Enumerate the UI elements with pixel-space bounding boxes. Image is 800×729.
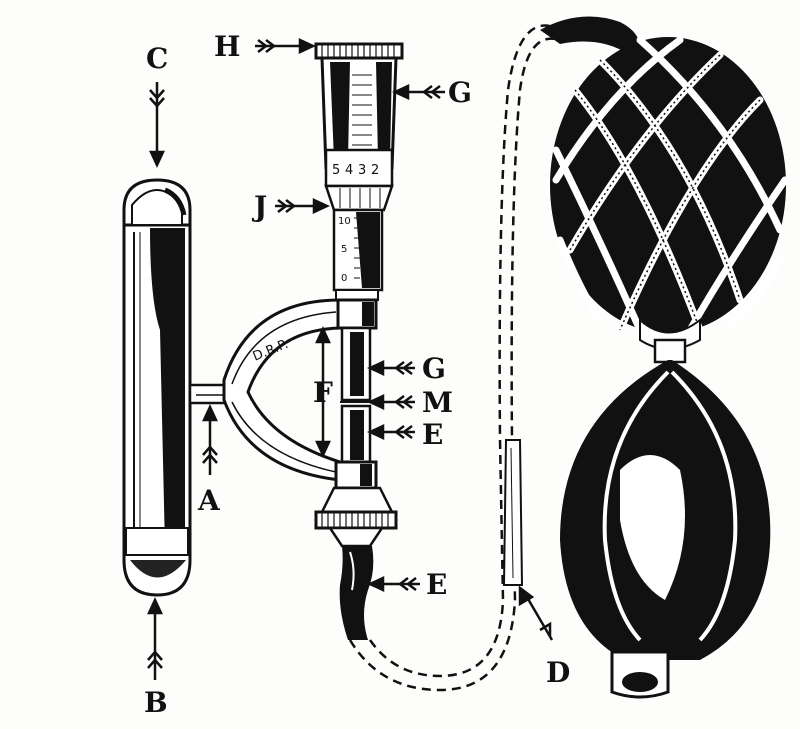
hose-end xyxy=(540,16,640,54)
yoke-bracket: D.R.P. xyxy=(222,298,342,482)
label-g-mid: G xyxy=(422,352,446,385)
scale-mark: 0 xyxy=(341,273,347,284)
letter-labels: C B A H G J G M E F E D xyxy=(144,30,570,719)
label-e-lower: E xyxy=(426,568,447,601)
netted-bulb xyxy=(550,36,789,350)
scale-mark: 10 xyxy=(338,216,351,227)
label-j: J xyxy=(251,190,267,223)
scale-digit: 2 xyxy=(371,163,379,178)
connecting-tube xyxy=(348,24,561,692)
label-b: B xyxy=(144,686,168,719)
label-arrows xyxy=(147,38,554,680)
label-h: H xyxy=(214,30,240,63)
rubber-nozzle xyxy=(339,546,374,640)
label-f: F xyxy=(313,376,333,409)
label-a: A xyxy=(197,484,221,517)
gauge-column: 5 4 3 2 10 5 0 xyxy=(314,42,404,548)
label-e-mid: E xyxy=(422,418,443,451)
scale-mark: 5 xyxy=(341,244,347,255)
tube-insert xyxy=(502,439,524,586)
label-c: C xyxy=(146,42,168,75)
label-g-top: G xyxy=(448,76,472,109)
label-m: M xyxy=(422,386,453,419)
scale-digit: 3 xyxy=(358,163,366,178)
pump-bulb xyxy=(560,338,771,699)
label-d: D xyxy=(546,656,570,689)
reservoir-tube xyxy=(122,178,192,597)
scale-digit: 4 xyxy=(345,163,353,178)
scale-digit: 5 xyxy=(332,163,340,178)
